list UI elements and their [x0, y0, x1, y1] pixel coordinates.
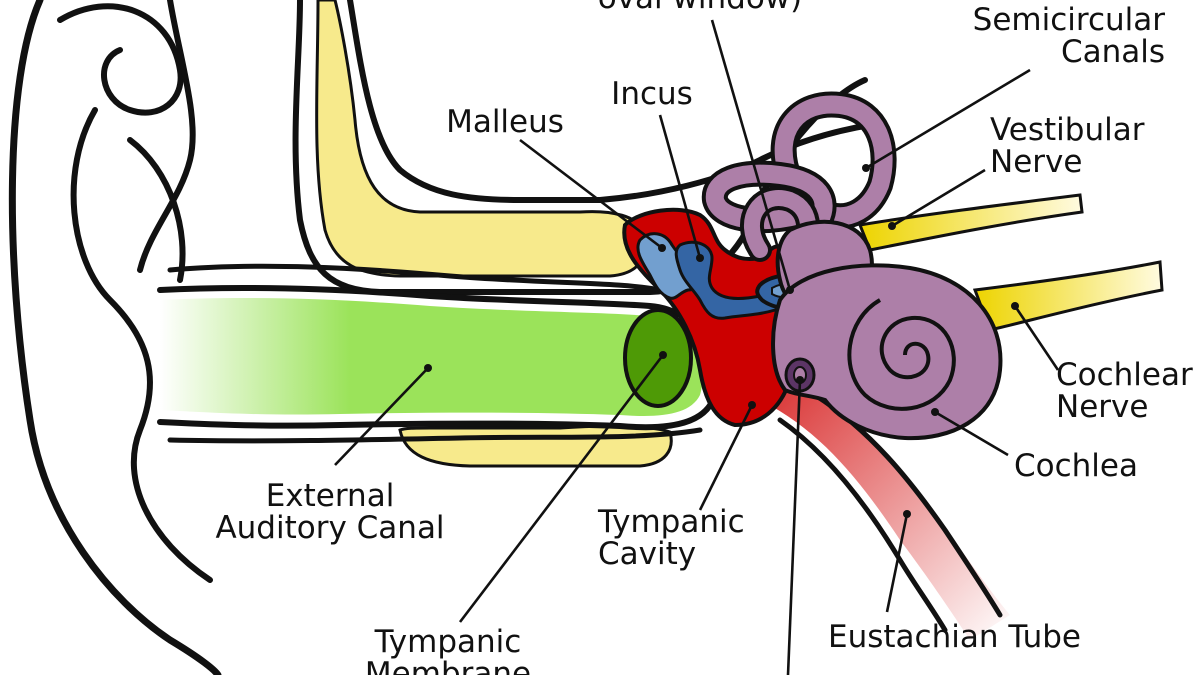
label-external-auditory-canal-line2: Auditory Canal [215, 510, 444, 546]
labels: oval window) Semicircular Canals Incus M… [215, 0, 1193, 675]
label-tympanic-membrane-line1: Tympanic [374, 624, 522, 660]
leader-oval-window [710, 19, 792, 291]
label-tympanic-cavity-line1: Tympanic [597, 504, 745, 540]
label-vestibular-nerve-line1: Vestibular [990, 112, 1145, 148]
label-eustachian-tube: Eustachian Tube [828, 619, 1081, 655]
label-incus: Incus [611, 76, 693, 112]
leader-incus [658, 114, 702, 259]
leader-tympanic-membrane [458, 354, 665, 623]
vestibular-nerve-shape [857, 193, 1084, 252]
leader-external-auditory-canal [334, 367, 429, 466]
label-semicircular-canals-line1: Semicircular [973, 2, 1166, 38]
label-vestibular-nerve-line2: Nerve [990, 144, 1082, 180]
label-cochlear-nerve-line1: Cochlear [1056, 357, 1193, 393]
label-oval-window: oval window) [598, 0, 802, 16]
leader-semicircular-canals [865, 68, 1031, 170]
label-tympanic-cavity-line2: Cavity [598, 536, 696, 572]
leader-malleus [519, 138, 663, 250]
leader-eustachian-tube [885, 513, 909, 613]
leader-tympanic-cavity [698, 404, 754, 511]
leader-cochlear-nerve [1013, 305, 1060, 371]
label-external-auditory-canal-line1: External [266, 478, 395, 514]
label-malleus: Malleus [446, 104, 564, 140]
label-tympanic-membrane-line2: Membrane [365, 656, 531, 675]
cochlear-nerve-shape [972, 260, 1164, 332]
label-cochlea: Cochlea [1014, 448, 1138, 484]
leader-lines [334, 19, 1060, 675]
label-semicircular-canals-line2: Canals [1061, 34, 1165, 70]
pinna [8, 0, 222, 675]
leader-cochlea [934, 410, 1009, 457]
leader-vestibular-nerve [891, 168, 986, 228]
leader-round-window [786, 379, 802, 675]
label-cochlear-nerve-line2: Nerve [1056, 389, 1148, 425]
labyrinth [701, 91, 1003, 441]
